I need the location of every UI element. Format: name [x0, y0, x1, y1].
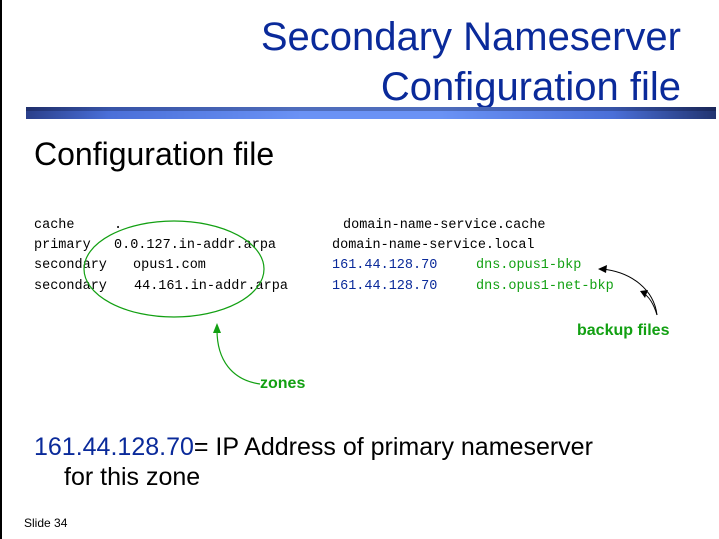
- backup-arrow-1: [601, 268, 658, 316]
- config-type: cache: [34, 218, 75, 233]
- config-address: 161.44.128.70: [332, 279, 438, 294]
- config-zone: 44.161.in-addr.arpa: [134, 279, 288, 294]
- footnote: 161.44.128.70= IP Address of primary nam…: [34, 432, 593, 462]
- ip-address: 161.44.128.70: [34, 433, 194, 461]
- config-type: secondary: [34, 279, 107, 294]
- zones-label: zones: [260, 375, 306, 392]
- backup-arrowhead-icon: [598, 265, 607, 273]
- config-file: domain-name-service.cache: [343, 218, 546, 233]
- backup-files-label: backup files: [577, 322, 670, 339]
- config-file: dns.opus1-net-bkp: [476, 279, 614, 294]
- config-address: 161.44.128.70: [332, 258, 438, 273]
- config-type: secondary: [34, 258, 107, 273]
- config-file: dns.opus1-bkp: [476, 258, 582, 273]
- config-file: domain-name-service.local: [332, 238, 535, 253]
- zones-arrow: [216, 329, 261, 385]
- slide-title-line1: Secondary Nameserver: [260, 15, 681, 59]
- section-heading: Configuration file: [34, 136, 275, 172]
- config-zone: .: [114, 218, 123, 233]
- footnote-line2: for this zone: [64, 463, 201, 491]
- backup-arrowhead-icon: [640, 290, 648, 298]
- config-zone: opus1.com: [133, 258, 206, 273]
- config-zone: 0.0.127.in-addr.arpa: [114, 238, 277, 253]
- slide-title-line2: Configuration file: [380, 65, 681, 109]
- config-type: primary: [34, 238, 91, 253]
- title-divider-bar: [26, 107, 716, 119]
- zones-ellipse: [83, 220, 265, 318]
- zones-arrowhead-icon: [213, 323, 221, 333]
- slide-number: Slide 34: [24, 516, 68, 530]
- footnote-text: = IP Address of primary nameserver: [193, 433, 593, 461]
